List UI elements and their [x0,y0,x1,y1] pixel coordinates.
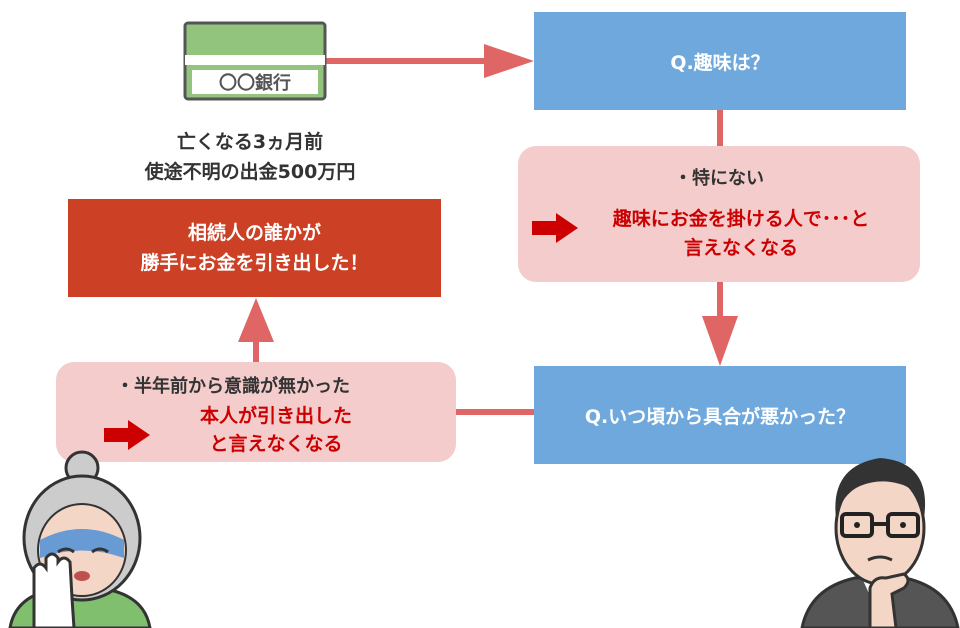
answer-health-conclusion: 本人が引き出した と言えなくなる [156,400,396,460]
answer-hobby-bullet: ・特にない [674,168,764,189]
arrowhead-card-to-question-hobby [484,44,534,78]
answer-health-box: ・半年前から意識が無かった 本人が引き出した と言えなくなる [56,362,456,462]
answer-hobby-conclusion: 趣味にお金を掛ける人で･･･と 言えなくなる [576,204,906,264]
withdrawal-note: 亡くなる3ヵ月前 使途不明の出金500万円 [80,124,420,190]
question-hobby-box: Q.趣味は？ [534,12,906,110]
withdrawal-note-line-1: 亡くなる3ヵ月前 [176,131,324,153]
arrowhead-answer-hobby-to-question-health [702,316,738,366]
claim-line-1: 相続人の誰かが [187,222,321,244]
question-health-text: Q.いつ頃から具合が悪かった？ [584,405,856,428]
answer-health-conclusion-line-2: と言えなくなる [209,433,343,455]
claim-box: 相続人の誰かが 勝手にお金を引き出した！ [68,199,441,297]
question-hobby-text: Q.趣味は？ [670,51,770,74]
answer-health-bullet: ・半年前から意識が無かった [116,376,350,397]
answer-health-conclusion-line-1: 本人が引き出した [199,405,352,427]
question-health-box: Q.いつ頃から具合が悪かった？ [534,366,906,464]
right-arrow-icon [104,420,150,450]
thinking-man-icon [800,458,960,628]
bank-card-graphic [183,21,327,101]
answer-hobby-conclusion-line-1: 趣味にお金を掛ける人で･･･と [612,208,870,230]
bank-card-icon: 〇〇銀行 [182,20,328,102]
claim-line-2: 勝手にお金を引き出した！ [140,252,369,274]
withdrawal-note-line-2: 使途不明の出金500万円 [144,161,356,183]
answer-hobby-box: ・特にない 趣味にお金を掛ける人で･･･と 言えなくなる [518,146,920,282]
arrowhead-answer-health-to-claim [238,298,274,342]
right-arrow-icon [532,213,578,243]
elderly-woman-icon [8,450,152,628]
answer-hobby-conclusion-line-2: 言えなくなる [683,237,798,259]
bank-card-label: 〇〇銀行 [219,73,291,94]
